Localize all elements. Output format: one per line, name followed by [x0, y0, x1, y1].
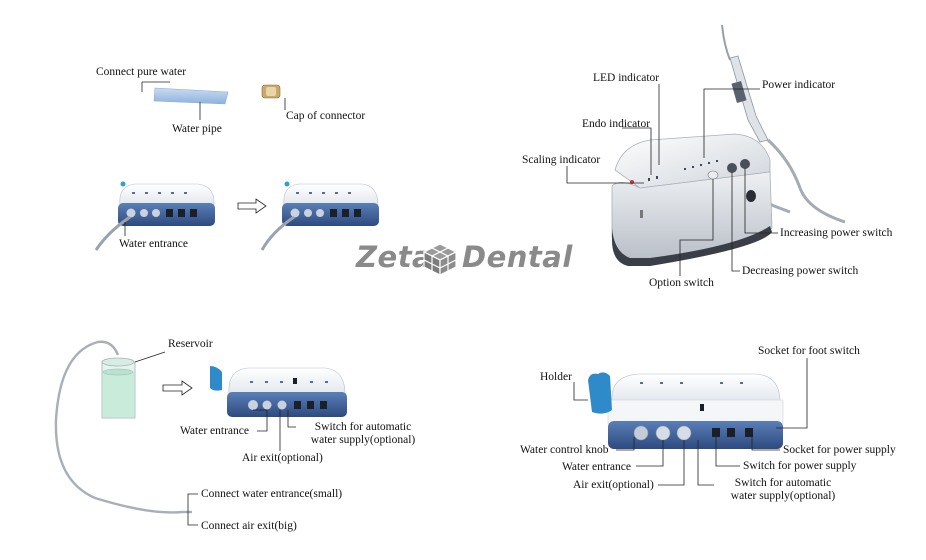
watermark-word-left: Zeta: [356, 240, 433, 274]
label-water-entrance-bl: Water entrance: [180, 425, 249, 437]
watermark-word-right: Dental: [462, 240, 573, 274]
water-pipe-illustration: [141, 81, 229, 120]
label-socket-foot-switch: Socket for foot switch: [758, 345, 860, 357]
small-device-right: [260, 181, 379, 251]
bottom-left-leader-lines: [253, 409, 296, 451]
label-switch-auto-line2-br: water supply(optional): [730, 490, 836, 502]
label-switch-auto-water-bl: Switch for automatic water supply(option…: [298, 421, 428, 447]
reservoir-illustration: [54, 340, 198, 526]
label-power-indicator: Power indicator: [762, 79, 836, 91]
label-holder: Holder: [540, 371, 572, 383]
label-water-entrance-br: Water entrance: [562, 461, 631, 473]
label-switch-auto-line1-br: Switch for automatic: [734, 477, 832, 489]
bottom-right-leader-lines: [573, 358, 808, 486]
label-water-pipe: Water pipe: [172, 123, 222, 135]
rear-device-illustration: [588, 372, 784, 449]
top-right-leader-lines: [566, 84, 778, 276]
label-connect-pure-water: Connect pure water: [96, 66, 187, 78]
label-led-indicator: LED indicator: [593, 72, 660, 84]
small-device-left: [94, 181, 215, 251]
label-connect-water-entrance: Connect water entrance(small): [201, 488, 343, 500]
arrow-right-icon-2: [162, 380, 193, 396]
connector-cap-illustration: [261, 84, 286, 110]
label-air-exit-br: Air exit(optional): [573, 479, 654, 491]
label-cap-of-connector: Cap of connector: [286, 110, 366, 122]
label-switch-auto-water-br: Switch for automatic water supply(option…: [718, 477, 848, 503]
label-water-entrance-top: Water entrance: [119, 238, 188, 250]
label-switch-power-supply: Switch for power supply: [743, 460, 857, 472]
label-socket-power-supply: Socket for power supply: [783, 444, 896, 456]
cube-logo-icon: [422, 243, 458, 276]
arrow-right-icon: [237, 198, 267, 214]
label-connect-air-exit: Connect air exit(big): [201, 520, 297, 532]
label-increasing-power-switch: Increasing power switch: [780, 227, 893, 239]
device-with-reservoir: [210, 366, 347, 417]
label-air-exit-bl: Air exit(optional): [242, 452, 323, 464]
label-switch-auto-line1: Switch for automatic: [314, 421, 412, 433]
label-reservoir: Reservoir: [168, 338, 213, 350]
label-switch-auto-line2: water supply(optional): [310, 434, 416, 446]
label-endo-indicator: Endo indicator: [582, 118, 651, 130]
label-scaling-indicator: Scaling indicator: [522, 154, 601, 166]
label-option-switch: Option switch: [649, 277, 714, 289]
label-decreasing-power-switch: Decreasing power switch: [742, 265, 859, 277]
label-water-control-knob: Water control knob: [520, 444, 609, 456]
